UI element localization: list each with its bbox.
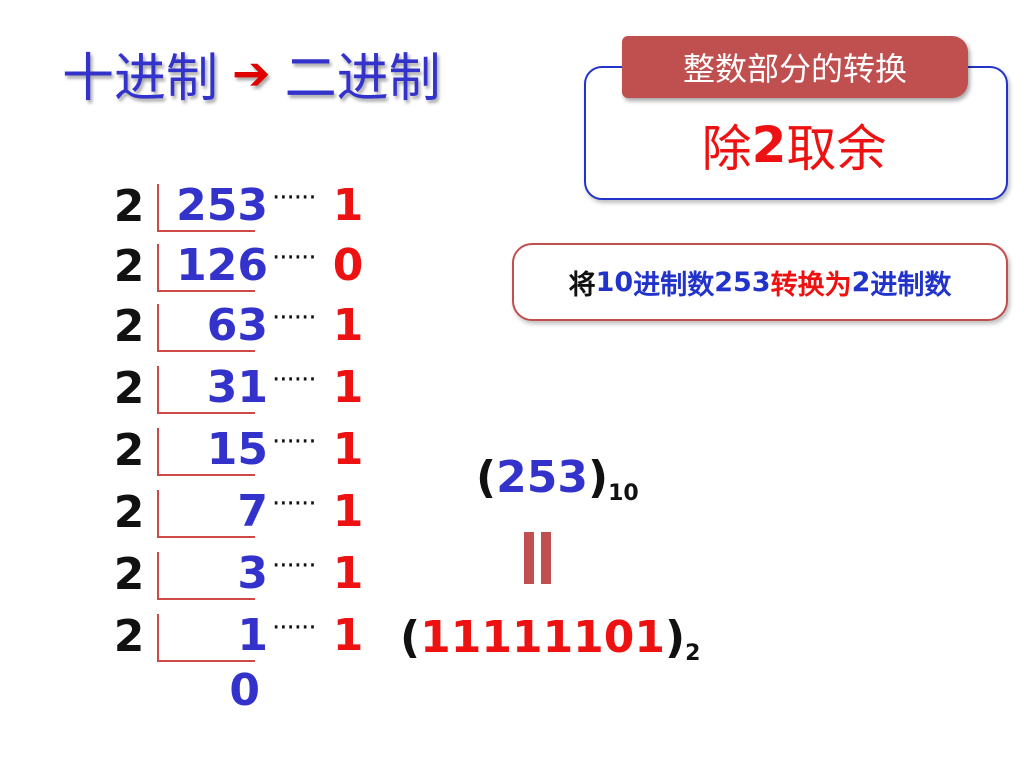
division-row: 2 15 ······ 1 bbox=[108, 422, 378, 478]
division-row: 2 31 ······ 1 bbox=[108, 360, 378, 416]
division-bracket bbox=[157, 366, 255, 414]
decimal-result: (253)10 bbox=[476, 446, 639, 510]
divisor: 2 bbox=[113, 610, 145, 662]
quotient: 253 bbox=[176, 180, 268, 231]
quotient: 31 bbox=[206, 362, 268, 413]
open-paren: ( bbox=[476, 452, 497, 503]
division-bracket bbox=[157, 244, 255, 292]
dots: ······ bbox=[272, 365, 317, 395]
method-post: 取余 bbox=[786, 120, 887, 178]
dots: ······ bbox=[272, 489, 317, 519]
remainder: 1 bbox=[332, 362, 364, 413]
remainder: 1 bbox=[332, 424, 364, 475]
division-bracket bbox=[157, 490, 255, 538]
note-part-4: 253 bbox=[714, 266, 771, 298]
page-title: 十进制 ➔ 二进制 bbox=[62, 38, 441, 109]
divisor: 2 bbox=[113, 362, 145, 414]
divisor: 2 bbox=[113, 486, 145, 538]
final-quotient: 0 bbox=[229, 665, 260, 716]
division-row: 2 253 ······ 1 bbox=[108, 178, 378, 234]
equals-sign-icon bbox=[524, 532, 552, 584]
remainder: 1 bbox=[332, 486, 364, 537]
division-bracket bbox=[157, 184, 255, 232]
note-part-1: 将 bbox=[568, 269, 596, 301]
binary-value: 11111101 bbox=[420, 612, 666, 663]
method-tab: 整数部分的转换 bbox=[622, 36, 968, 98]
division-row: 2 1 ······ 1 bbox=[108, 608, 378, 664]
quotient: 126 bbox=[176, 240, 268, 291]
dots: ······ bbox=[272, 551, 317, 581]
binary-result: (11111101)2 bbox=[400, 606, 700, 670]
division-row: 2 7 ······ 1 bbox=[108, 484, 378, 540]
division-bracket bbox=[157, 614, 255, 662]
note-part-7: 进制数 bbox=[870, 269, 952, 301]
division-bracket bbox=[157, 552, 255, 600]
division-bracket bbox=[157, 428, 255, 476]
decimal-value: 253 bbox=[496, 452, 588, 503]
dots: ······ bbox=[272, 243, 317, 273]
remainder: 1 bbox=[332, 610, 364, 661]
division-row: 2 63 ······ 1 bbox=[108, 298, 378, 354]
decimal-base: 10 bbox=[608, 481, 639, 506]
quotient: 63 bbox=[206, 300, 268, 351]
quotient: 3 bbox=[237, 548, 268, 599]
division-row: 2 3 ······ 1 bbox=[108, 546, 378, 602]
remainder: 1 bbox=[332, 300, 364, 351]
note-part-3: 进制数 bbox=[633, 269, 715, 301]
division-row: 2 126 ······ 0 bbox=[108, 238, 378, 294]
divisor: 2 bbox=[113, 548, 145, 600]
close-paren: ) bbox=[665, 612, 686, 663]
right-arrow-icon: ➔ bbox=[232, 46, 271, 100]
method-pre: 除 bbox=[701, 120, 752, 178]
remainder: 0 bbox=[332, 240, 364, 291]
divisor: 2 bbox=[113, 300, 145, 352]
remainder: 1 bbox=[332, 548, 364, 599]
close-paren: ) bbox=[587, 452, 609, 503]
note-part-6: 2 bbox=[851, 266, 871, 298]
title-from: 十进制 bbox=[62, 48, 219, 109]
divisor: 2 bbox=[113, 180, 145, 232]
method-tab-label: 整数部分的转换 bbox=[682, 50, 907, 88]
note-part-2: 10 bbox=[595, 266, 634, 298]
binary-base: 2 bbox=[685, 641, 701, 666]
dots: ······ bbox=[272, 183, 317, 213]
divisor: 2 bbox=[113, 240, 145, 292]
quotient: 1 bbox=[237, 610, 268, 661]
title-to: 二进制 bbox=[284, 48, 441, 109]
division-bracket bbox=[157, 304, 255, 352]
method-num: 2 bbox=[751, 116, 787, 174]
remainder: 1 bbox=[332, 180, 364, 231]
dots: ······ bbox=[272, 303, 317, 333]
quotient: 7 bbox=[237, 486, 268, 537]
note-part-5: 转换为 bbox=[770, 269, 852, 301]
divisor: 2 bbox=[113, 424, 145, 476]
open-paren: ( bbox=[400, 612, 421, 663]
quotient: 15 bbox=[206, 424, 268, 475]
dots: ······ bbox=[272, 427, 317, 457]
dots: ······ bbox=[272, 613, 317, 643]
